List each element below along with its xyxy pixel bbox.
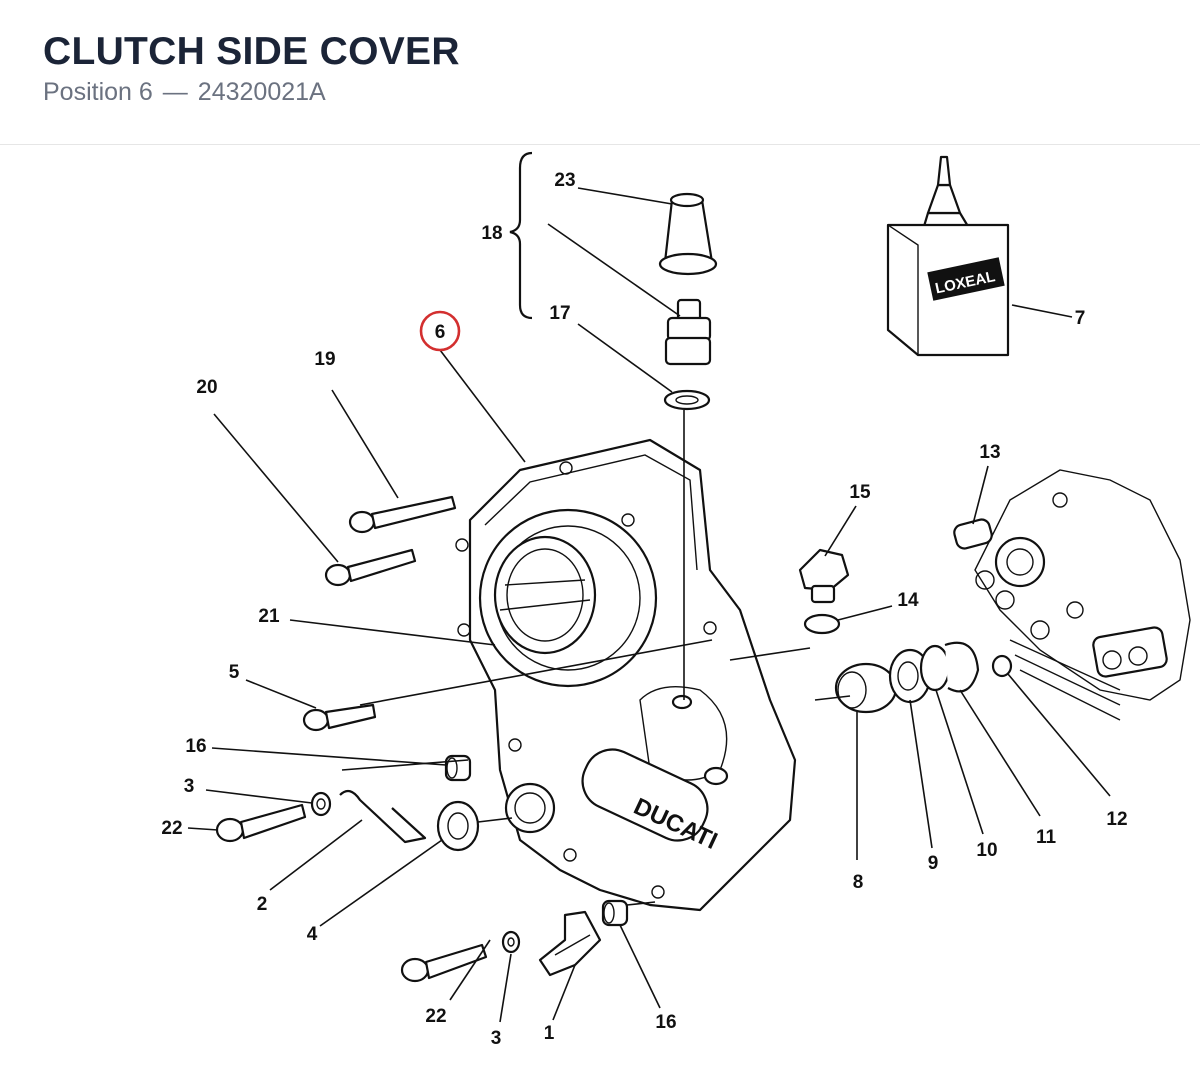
circlip-11: [944, 641, 980, 693]
callout-17: 17: [549, 303, 570, 324]
callout-4: 4: [307, 924, 318, 945]
loxeal-bottle-7: LOXEAL: [886, 155, 1010, 357]
o-ring-14: [803, 613, 841, 635]
engine-case-fragment: [974, 469, 1191, 721]
page-title: CLUTCH SIDE COVER: [43, 30, 460, 73]
callout-15: 15: [849, 482, 871, 503]
callout-14: 14: [897, 590, 919, 611]
callout-19: 19: [314, 349, 335, 370]
callout-23: 23: [554, 170, 575, 191]
callout-12: 12: [1106, 809, 1127, 830]
bolt-19: [348, 495, 457, 534]
bolt-5: [302, 703, 377, 732]
seal-4: [436, 800, 480, 852]
bushing-16-lower: [601, 899, 629, 927]
callout-18: 18: [481, 223, 502, 244]
callout-3-upper: 3: [184, 776, 195, 797]
callout-22-lower: 22: [425, 1006, 446, 1027]
callout-5: 5: [229, 662, 240, 683]
callout-3-lower: 3: [491, 1028, 502, 1049]
callout-11: 11: [1036, 827, 1057, 848]
highlight-ring-6: [419, 310, 461, 352]
bracket-18: [509, 151, 533, 320]
bolt-22-upper: [215, 803, 307, 843]
callout-8: 8: [853, 872, 864, 893]
header: CLUTCH SIDE COVER Position 6 — 24320021A: [0, 0, 1200, 145]
clutch-side-cover: DUCATI: [455, 438, 797, 912]
page-subtitle: Position 6 — 24320021A: [43, 78, 326, 107]
subtitle-separator: —: [162, 78, 188, 106]
callout-20: 20: [196, 377, 217, 398]
callout-13: 13: [979, 442, 1000, 463]
callout-10: 10: [976, 840, 997, 861]
washer-3-upper: [310, 791, 332, 817]
washer-17: [663, 389, 711, 411]
callout-22-upper: 22: [161, 818, 182, 839]
ring-10: [919, 644, 951, 692]
pin-13: [953, 518, 993, 550]
callout-9: 9: [928, 853, 939, 874]
pressure-switch: [664, 298, 712, 366]
leader-lines: [187, 187, 1111, 1023]
washer-3-lower: [501, 930, 521, 954]
callout-6: 6: [435, 322, 446, 343]
guide-1: [538, 910, 602, 977]
callout-16-lower: 16: [655, 1012, 676, 1033]
filler-plug-15: [798, 548, 850, 604]
exploded-parts-diagram: DUCATI: [161, 151, 1191, 1049]
part-number: 24320021A: [197, 78, 326, 106]
o-ring-12: [991, 654, 1013, 678]
callout-16-upper: 16: [185, 736, 206, 757]
bolt-22-lower: [400, 943, 488, 983]
callout-labels: 23 18 17 6 19 20 21 5 16 3 22 2 4 22 3 1…: [161, 170, 1127, 1049]
callout-2: 2: [257, 894, 268, 915]
guide-2: [339, 789, 427, 844]
boot-23: [658, 192, 718, 276]
bolt-20: [324, 548, 417, 587]
bush-8: [834, 662, 898, 714]
callout-1: 1: [544, 1023, 555, 1044]
callout-7: 7: [1075, 308, 1086, 329]
callout-21: 21: [258, 606, 280, 627]
position-label: Position 6: [43, 78, 153, 106]
